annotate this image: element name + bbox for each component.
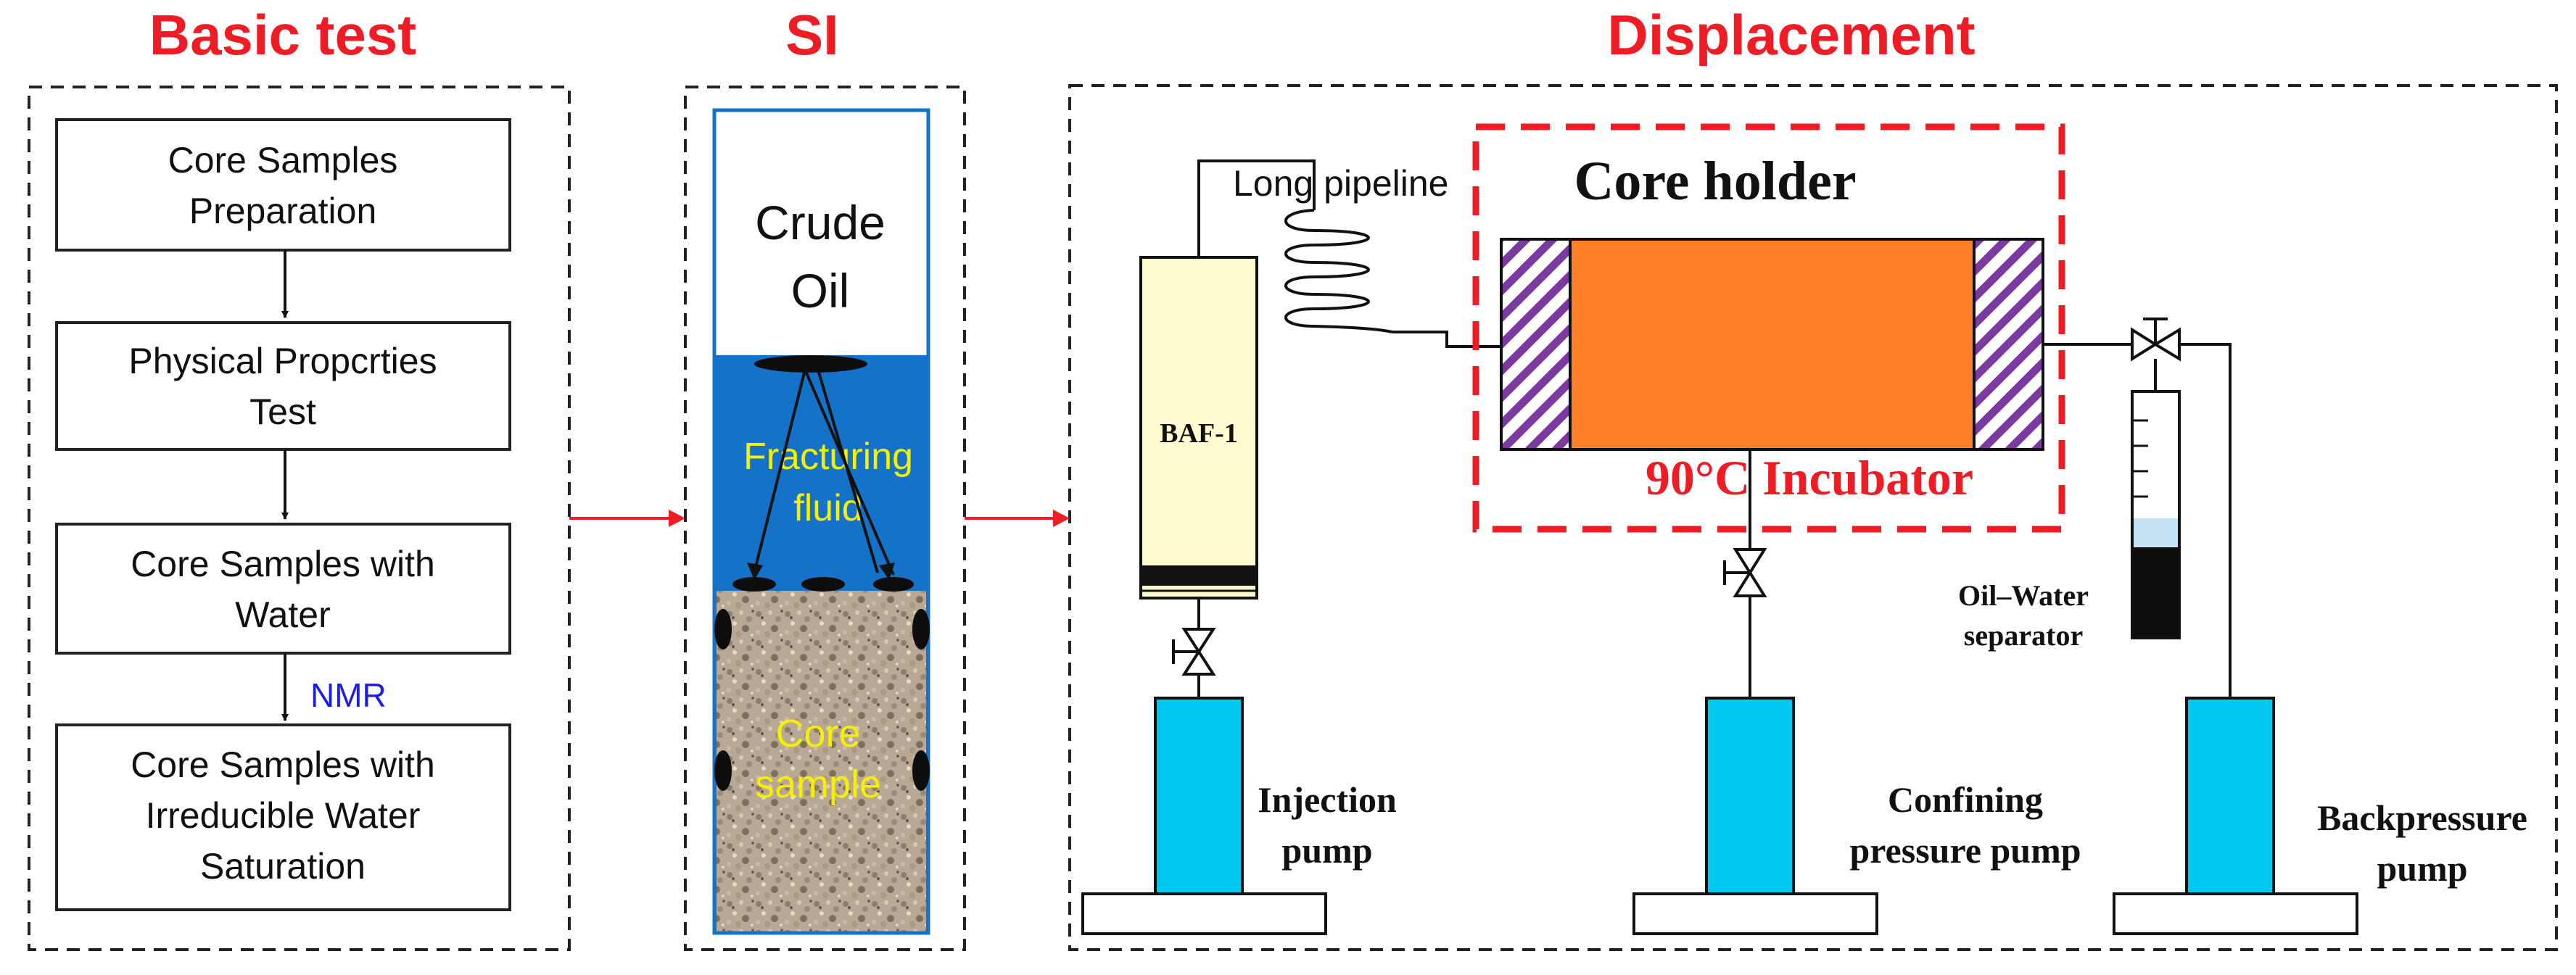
flow-step-4-line-1: Core Samples with	[131, 744, 435, 785]
core-sample-label-1: Core	[775, 712, 860, 755]
injection-valve	[1172, 628, 1216, 676]
flow-step-3-line-2: Water	[235, 594, 331, 635]
flow-step-1-line-1: Core Samples	[168, 140, 398, 181]
red-arrow-si-to-displacement	[965, 510, 1070, 527]
fracturing-fluid-label-2: fluid	[793, 487, 862, 529]
crude-oil-label-1: Crude	[755, 196, 886, 249]
oil-droplets	[714, 577, 930, 791]
incubator-label: 90°C Incubator	[1646, 450, 1973, 505]
injection-pump-label-2: pump	[1281, 830, 1372, 871]
displacement-frame	[1068, 84, 2558, 951]
core-holder	[1500, 238, 2044, 451]
confining-pump-label-1: Confining	[1888, 779, 2043, 820]
separator-label-2: separator	[1964, 619, 2083, 652]
long-pipeline-coil	[1284, 209, 1393, 333]
confining-pressure-pump	[1632, 697, 1878, 935]
fracturing-fluid-label-1: Fracturing	[743, 436, 913, 478]
injection-pump-label-1: Injection	[1258, 779, 1397, 820]
incubator-frame	[1472, 123, 2065, 533]
oil-film	[754, 355, 867, 373]
flow-step-2-line-2: Test	[249, 391, 316, 432]
oil-migration-arrows	[753, 369, 895, 576]
holder-end-cap-left	[1500, 238, 1572, 451]
oil-water-separator	[2131, 390, 2181, 639]
holder-end-cap-right	[1973, 238, 2044, 451]
flow-step-4-line-3: Saturation	[200, 846, 366, 887]
flow-step-2-line-1: Physical Propcrties	[128, 341, 437, 381]
flow-step-4-line-2: Irreducible Water	[146, 795, 421, 836]
backpressure-pump	[2113, 697, 2358, 935]
nmr-label: NMR	[310, 676, 387, 714]
pipework	[1197, 159, 2232, 698]
backpressure-valve	[2131, 318, 2181, 362]
core-sample-block	[717, 591, 926, 932]
displacement-title: Displacement	[1607, 3, 1975, 67]
backpressure-pump-label-1: Backpressure	[2317, 797, 2527, 838]
crude-oil-label-2: Oil	[791, 264, 850, 318]
si-vessel: Crude Oil Fracturing fluid Core sample	[712, 108, 930, 935]
red-arrow-basic-to-si	[569, 510, 685, 527]
baf-1-label: BAF-1	[1160, 418, 1238, 449]
backpressure-pump-label-2: pump	[2377, 848, 2467, 889]
baf-1-cylinder	[1139, 256, 1258, 599]
si-title: SI	[785, 3, 839, 67]
flow-step-3: Core Samples with Water	[55, 523, 511, 655]
long-pipeline-label: Long pipeline	[1233, 163, 1449, 204]
basic-test-frame	[28, 86, 571, 951]
flow-step-1-line-2: Preparation	[189, 191, 377, 231]
separator-label-1: Oil–Water	[1958, 579, 2089, 612]
flow-step-4: Core Samples with Irreducible Water Satu…	[55, 723, 511, 911]
core-sample-label-2: sample	[755, 763, 881, 806]
confining-valve	[1723, 548, 1767, 597]
flow-step-1: Core Samples Preparation	[55, 118, 511, 252]
confining-pump-label-2: pressure pump	[1849, 830, 2081, 871]
basic-test-title: Basic test	[149, 3, 417, 67]
flow-step-3-line-1: Core Samples with	[131, 544, 435, 584]
flow-step-2: Physical Propcrties Test	[55, 321, 511, 451]
core-holder-label: Core holder	[1574, 151, 1856, 212]
injection-pump	[1081, 697, 1327, 935]
